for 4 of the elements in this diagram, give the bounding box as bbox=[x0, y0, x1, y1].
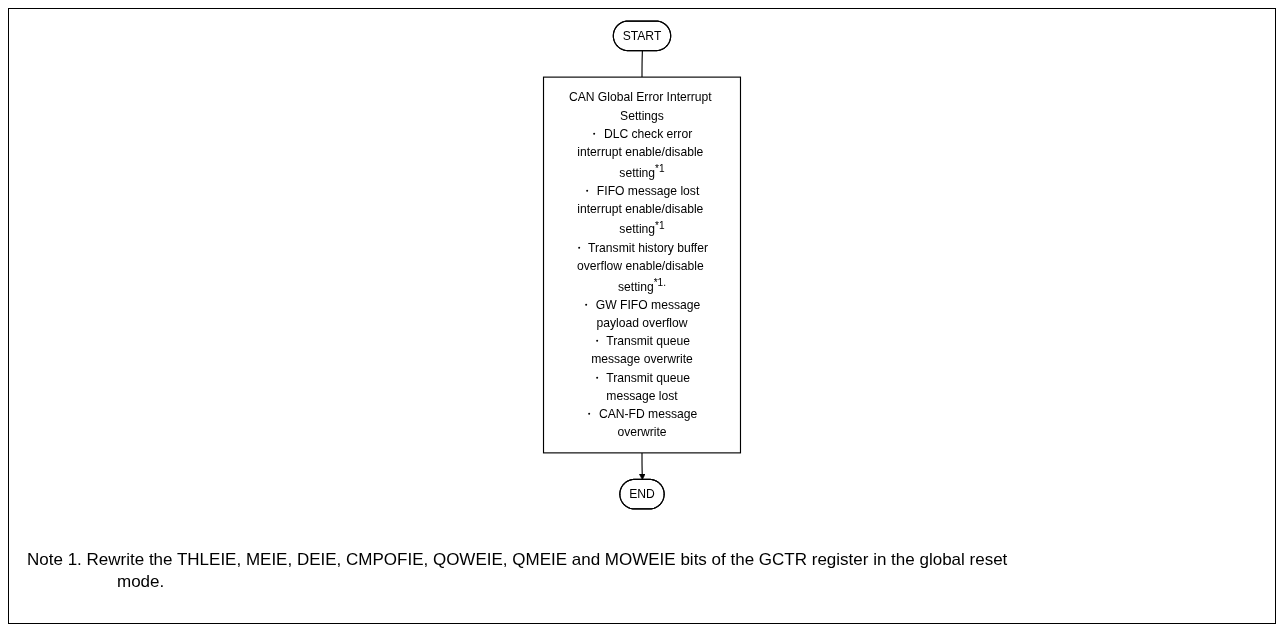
node-box: CAN Global Error Interrupt Settings ・ DLC check error interrupt enable/disable setting$^{*1}$ ・ FIFO message lost interrupt enable/disable setting$^{*1}$ ・ Transmit history buffer overflow enable/disable setting$^{*1.}$ ・ GW FIFO message payload overflow ・ Transmit queue message overwrite ・ Transmit queue message lost ・ CAN-FD message overwrite bbox=[542, 76, 742, 454]
connector bbox=[641, 50, 643, 78]
arrow bbox=[638, 452, 646, 481]
note-text: Note 1. Rewrite the THLEIE, MEIE, DEIE, CMPOFIE, QOWEIE, QMEIE and MOWEIE bits of the GCTR register in the global reset mode. bbox=[27, 549, 1009, 594]
